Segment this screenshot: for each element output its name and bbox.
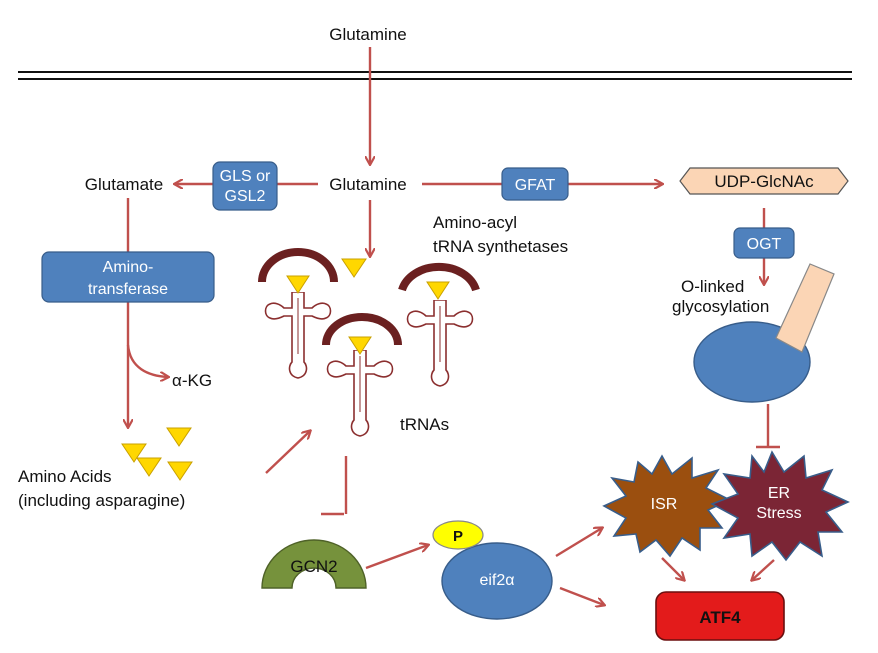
- gcn2-label: GCN2: [290, 557, 337, 576]
- isr-node: [602, 454, 732, 558]
- udp-glcnac-label: UDP-GlcNAc: [714, 172, 814, 191]
- atf4-label: ATF4: [699, 608, 741, 627]
- glutamine-extracellular-label: Glutamine: [329, 25, 406, 44]
- aminotransferase-label: Amino-: [103, 259, 154, 276]
- aminotransferase-label: transferase: [88, 281, 168, 298]
- arrow-amino-acids-to-trnas: [265, 431, 310, 474]
- arrow-to-alpha-kg: [126, 344, 168, 377]
- amino-acid-triangle: [166, 427, 192, 447]
- amino-acids-label: Amino Acids: [18, 467, 112, 486]
- arrow-isr-to-atf4: [661, 557, 684, 580]
- gls-enzyme-label: GLS or: [220, 168, 271, 185]
- gfat-enzyme-box: [501, 167, 569, 201]
- eif2a-label: eif2α: [479, 572, 514, 589]
- gcn2-node: [261, 539, 367, 589]
- er-stress-label: ER: [768, 485, 790, 502]
- amino-acids-label: (including asparagine): [18, 491, 185, 510]
- atf4-node: [655, 591, 785, 641]
- er-stress-label: Stress: [756, 505, 801, 522]
- udp-glcnac-node: [679, 167, 849, 195]
- o-linked-glycosylation-label: glycosylation: [672, 297, 769, 316]
- eif2a-node: [441, 542, 553, 620]
- isr-label: ISR: [651, 496, 678, 513]
- glutamine-intracellular-label: Glutamine: [329, 175, 406, 194]
- phosphate-node: [432, 520, 484, 550]
- amino-acid-triangle: [121, 443, 147, 463]
- o-linked-glycosylation-label: O-linked: [681, 277, 744, 296]
- trna-right: [398, 262, 480, 387]
- free-amino-acid-triangle: [341, 258, 367, 278]
- arrow-er-stress-to-atf4: [752, 559, 775, 580]
- glutamate-label: Glutamate: [85, 175, 163, 194]
- amino-acid-triangle: [167, 461, 193, 481]
- er-stress-node: [710, 450, 850, 562]
- amino-acid-triangle: [136, 457, 162, 477]
- glycosylated-protein-shape: [693, 321, 811, 403]
- sugar-chain-shape: [775, 263, 835, 353]
- gls-enzyme-label: GSL2: [225, 188, 266, 205]
- aminotransferase-enzyme-box: [41, 251, 215, 303]
- gls-enzyme-box: [212, 161, 278, 211]
- aminoacyl-trna-synthetases-label: tRNA synthetases: [433, 237, 568, 256]
- phosphate-label: P: [453, 528, 463, 545]
- trna-left: [258, 248, 338, 379]
- alpha-kg-label: α-KG: [172, 371, 212, 390]
- arrow-eif2a-to-atf4: [559, 586, 604, 605]
- arrow-gcn2-to-eif2a: [365, 545, 428, 570]
- arrow-eif2a-to-isr: [555, 528, 602, 558]
- ogt-enzyme-label: OGT: [747, 236, 782, 253]
- gfat-enzyme-label: GFAT: [515, 177, 556, 194]
- ogt-enzyme-box: [733, 227, 795, 259]
- trna-center: [322, 313, 402, 437]
- aminoacyl-trna-synthetases-label: Amino-acyl: [433, 213, 517, 232]
- trnas-label: tRNAs: [400, 415, 449, 434]
